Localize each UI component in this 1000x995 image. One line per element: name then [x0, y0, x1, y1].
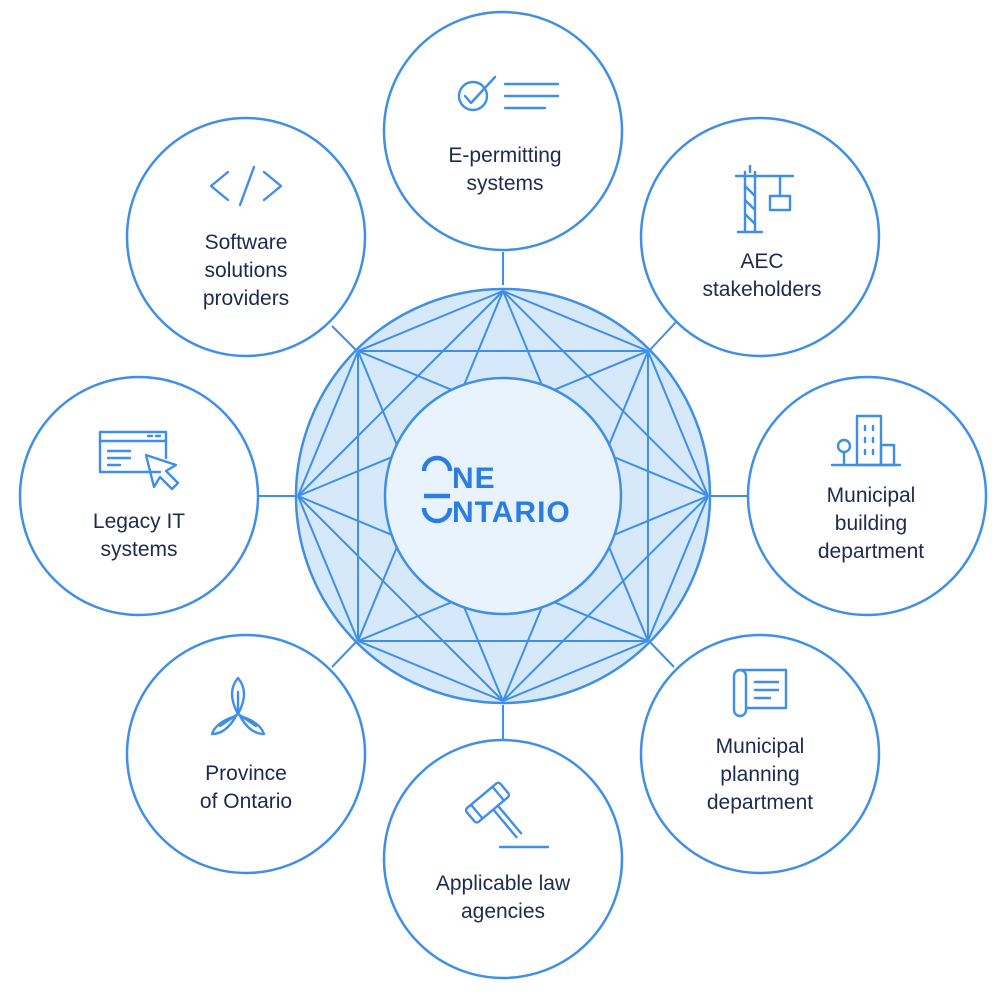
mesh-line [502, 290, 709, 497]
node-province-line-2: of Ontario [200, 790, 292, 813]
node-planning-line-2: planning [720, 763, 799, 786]
connectors [258, 252, 750, 740]
node-e-permitting-line-1: E-permitting [448, 144, 561, 167]
gavel-icon [464, 781, 550, 849]
node-legacy-circle [18, 375, 260, 617]
browser-cursor-icon [98, 430, 180, 491]
mesh-line [297, 495, 504, 702]
node-software-line-2: solutions [205, 259, 288, 282]
connector-planning [647, 639, 675, 668]
node-law: Applicable law agencies [436, 872, 571, 923]
mesh-line [297, 350, 359, 497]
hub-inner-circle [383, 376, 623, 616]
mesh-line [357, 290, 504, 352]
mesh-line [502, 640, 649, 702]
code-icon [209, 165, 283, 207]
node-planning-line-1: Municipal [716, 735, 805, 758]
mesh-line [357, 640, 504, 702]
node-aec-circle [639, 116, 881, 358]
node-legacy: Legacy IT systems [93, 510, 185, 561]
trillium-icon [210, 676, 266, 736]
node-aec-line-1: AEC [740, 250, 783, 273]
mesh-line [297, 495, 359, 642]
node-province-circle [125, 633, 367, 875]
node-legacy-line-2: systems [100, 538, 177, 561]
mesh-line [647, 495, 709, 642]
node-law-line-1: Applicable law [436, 872, 571, 895]
node-software: Software solutions providers [203, 231, 289, 310]
checklist-icon [457, 75, 560, 112]
node-legacy-line-1: Legacy IT [93, 510, 185, 533]
node-building-line-2: building [835, 512, 907, 535]
mesh-line [647, 350, 709, 497]
node-planning-circle [639, 633, 881, 875]
logo-word-ontario: NTARIO [452, 496, 571, 529]
node-aec: AEC stakeholders [702, 250, 821, 301]
node-aec-line-2: stakeholders [702, 278, 821, 301]
node-building: Municipal building department [818, 484, 924, 563]
node-software-circle [125, 116, 367, 358]
node-province-line-1: Province [205, 762, 287, 785]
nodes [18, 10, 988, 980]
connector-software [331, 325, 359, 353]
logo-o-bottom [421, 507, 453, 524]
node-software-line-1: Software [205, 231, 288, 254]
node-e-permitting: E-permitting systems [448, 144, 561, 195]
logo-word-one: NE [452, 462, 496, 495]
hub: NE NTARIO [294, 287, 712, 705]
blueprint-icon [732, 668, 788, 718]
node-province: Province of Ontario [200, 762, 292, 813]
node-planning: Municipal planning department [707, 735, 813, 814]
node-e-permitting-line-2: systems [466, 172, 543, 195]
node-law-line-2: agencies [461, 900, 545, 923]
mesh-line [502, 495, 709, 702]
node-software-line-3: providers [203, 287, 289, 310]
node-law-circle [382, 738, 624, 980]
mesh-line [297, 290, 504, 497]
node-e-permitting-circle [382, 10, 624, 252]
logo-o-top [421, 455, 453, 472]
mesh-line [502, 290, 649, 352]
crane-icon [734, 164, 795, 234]
node-building-circle [746, 375, 988, 617]
connector-aec [647, 321, 677, 353]
connector-province [331, 639, 359, 668]
one-ontario-logo: NE NTARIO [421, 455, 571, 529]
node-building-line-1: Municipal [827, 484, 916, 507]
node-planning-line-3: department [707, 791, 813, 814]
node-building-line-3: department [818, 540, 924, 563]
buildings-icon [830, 414, 902, 467]
